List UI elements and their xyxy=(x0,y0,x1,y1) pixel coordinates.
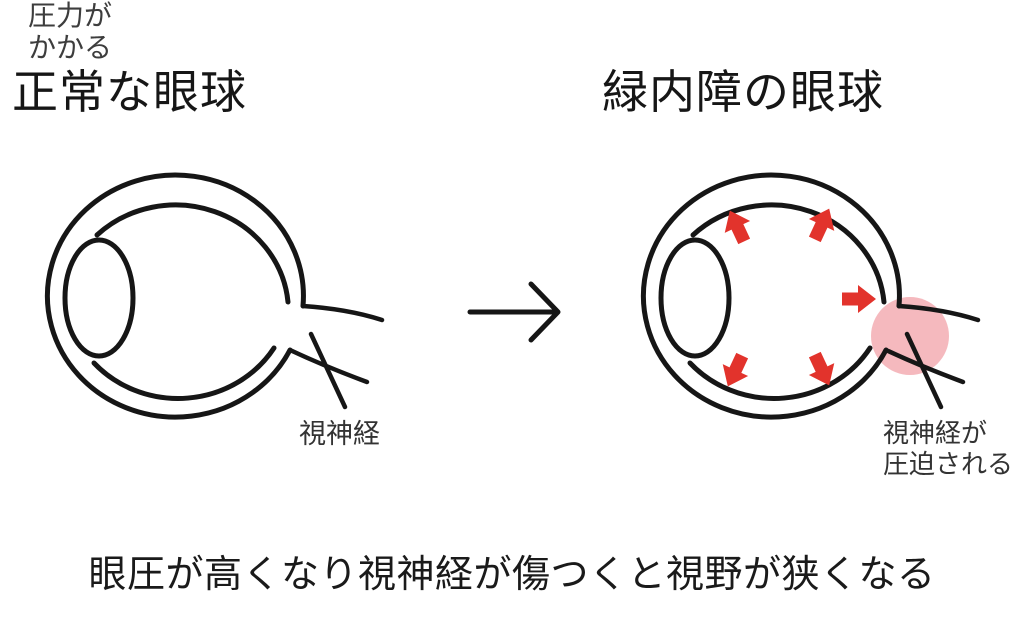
transition-arrow xyxy=(467,281,561,343)
compressed-nerve-label-line2: 圧迫される xyxy=(883,450,1014,480)
pressure-arrows xyxy=(715,202,876,393)
glaucoma-eye-drawing xyxy=(643,175,978,417)
pressure-arrow-down-right-icon xyxy=(802,348,842,392)
normal-eye-drawing xyxy=(47,175,382,417)
normal-eye-title: 正常な眼球 xyxy=(12,65,247,119)
eye-drawings xyxy=(47,175,978,417)
pressure-arrow-right-icon xyxy=(842,285,876,313)
optic-nerve-label: 視神経 xyxy=(299,419,380,450)
glaucoma-eye-title: 緑内障の眼球 xyxy=(602,65,884,119)
caption: 眼圧が高くなり視神経が傷つくと視野が狭くなる xyxy=(88,552,936,596)
pressure-label-line2: かかる xyxy=(27,31,112,64)
pressure-label-line1: 圧力が xyxy=(27,0,112,32)
compressed-nerve-label: 視神経が 圧迫される xyxy=(883,419,1013,481)
pressure-label: 圧力が かかる xyxy=(0,0,140,64)
transition-arrow-head xyxy=(528,281,561,343)
compressed-nerve-label-line1: 視神経が xyxy=(883,419,988,449)
